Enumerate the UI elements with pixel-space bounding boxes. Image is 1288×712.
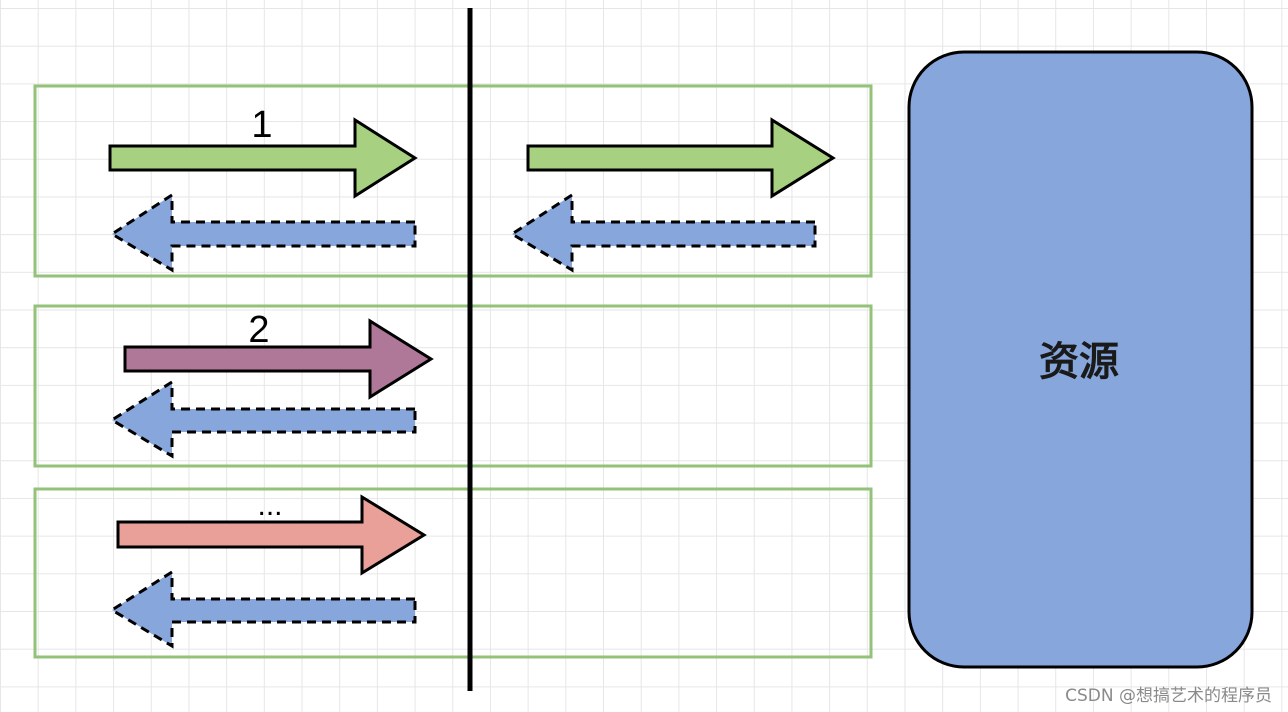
request-arrow-3 <box>116 494 427 576</box>
response-arrow-2 <box>109 379 417 459</box>
request-arrow-1 <box>108 117 418 199</box>
row-label-1: 1 <box>251 104 272 146</box>
resource-block <box>907 50 1254 669</box>
group-box-2 <box>33 304 873 468</box>
forward-arrow <box>526 117 836 199</box>
resource-label: 资源 <box>1039 339 1119 385</box>
request-arrow-2 <box>123 318 434 400</box>
row-label-3: ... <box>257 489 282 522</box>
response-arrow-3 <box>109 569 417 649</box>
group-box-3 <box>33 487 873 659</box>
group-box-1 <box>33 84 873 278</box>
row-label-2: 2 <box>248 309 269 351</box>
backward-arrow <box>509 192 817 273</box>
watermark: CSDN @想搞艺术的程序员 <box>1065 686 1272 706</box>
response-arrow-1 <box>109 192 417 273</box>
